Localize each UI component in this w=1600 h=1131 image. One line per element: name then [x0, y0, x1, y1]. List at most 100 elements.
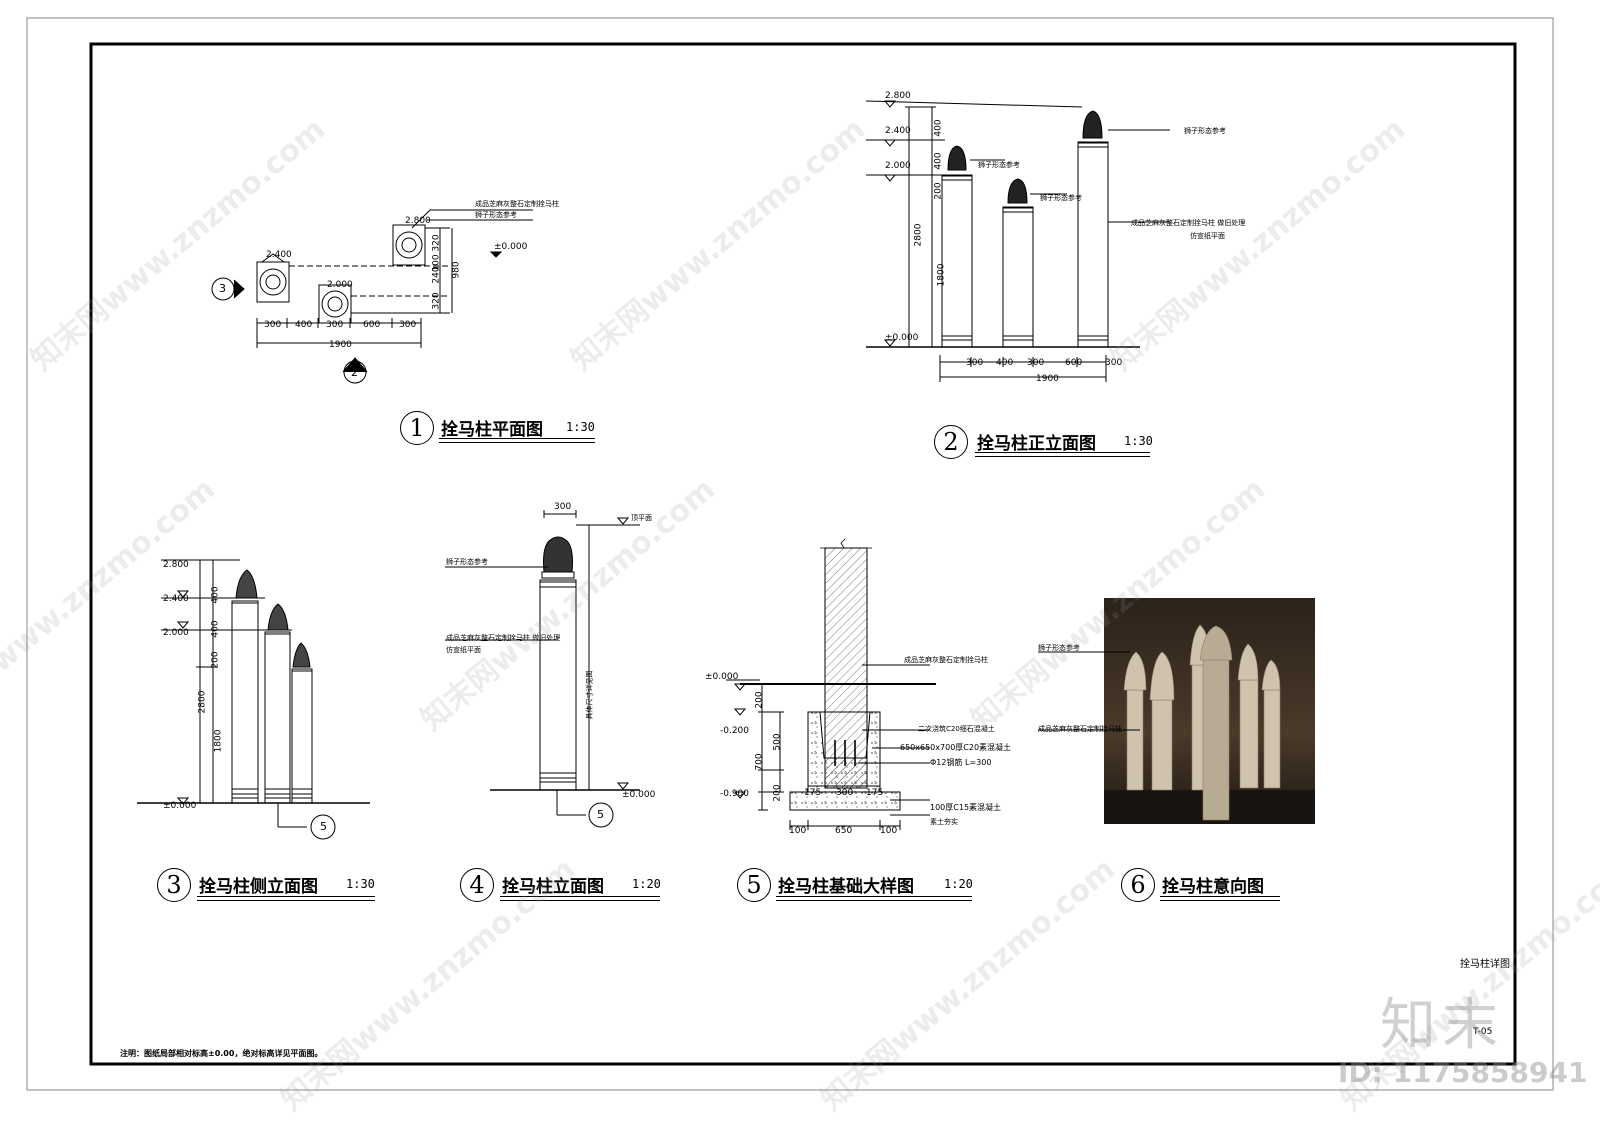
- side-dim-v4: 2800: [197, 690, 208, 714]
- front-note-surface: 仿宣纸平面: [1190, 232, 1225, 240]
- found-dim-b1: 100: [789, 826, 807, 836]
- found-level-200: -0.200: [720, 726, 750, 736]
- side-dim-v2: 400: [210, 620, 221, 638]
- drawing-number-6: 6: [1121, 868, 1155, 902]
- elev-note-surface: 仿宣纸平面: [446, 646, 481, 654]
- plan-section-mark-2: 2: [351, 366, 358, 379]
- plan-note-material: 成品芝麻灰整石定制拴马柱: [475, 200, 559, 208]
- plan-section-mark-3: 3: [219, 282, 226, 295]
- front-dim-h4: 600: [1065, 358, 1083, 368]
- side-level-2800: 2.800: [163, 560, 189, 570]
- side-elevation: [137, 559, 370, 840]
- found-dim-v4: 200: [772, 784, 783, 802]
- front-dim-h2: 400: [996, 358, 1014, 368]
- plan-dim-4: 600: [363, 320, 381, 330]
- found-dim-in3: 175: [866, 788, 884, 798]
- plan-dim-3: 300: [326, 320, 344, 330]
- front-dim-v2: 400: [933, 152, 944, 170]
- front-level-2000: 2.000: [885, 161, 911, 171]
- side-dim-v1: 400: [210, 586, 221, 604]
- drawing-title-2: 拴马柱正立面图: [977, 434, 1096, 454]
- drawing-scale-4: 1:20: [632, 877, 661, 891]
- front-dim-h3: 300: [1027, 358, 1045, 368]
- front-dim-v5: 1800: [936, 263, 947, 287]
- front-note-material: 成品芝麻灰整石定制拴马柱 做旧处理: [1131, 219, 1246, 227]
- front-note-lion-b: 狮子形态参考: [1040, 194, 1082, 202]
- sheet-number: T-05: [1473, 1027, 1493, 1037]
- front-dim-v1: 400: [933, 119, 944, 137]
- drawing-scale-5: 1:20: [944, 877, 973, 891]
- elev-note-material: 成品芝麻灰整石定制拴马柱 做旧处理: [446, 634, 561, 642]
- drawing-title-6: 拴马柱意向图: [1162, 877, 1264, 897]
- drawing-scale-1: 1:30: [566, 420, 595, 434]
- drawing-title-1: 拴马柱平面图: [441, 420, 543, 440]
- found-note-4: Φ12钢筋 L=300: [930, 758, 992, 767]
- plan-post-1: [256, 253, 290, 303]
- found-dim-b3: 100: [880, 826, 898, 836]
- drawing-number-2: 2: [934, 425, 968, 459]
- front-elevation: [865, 100, 1170, 382]
- found-dim-v3: 700: [754, 753, 765, 771]
- drawing-scale-3: 1:30: [346, 877, 375, 891]
- found-dim-in2: 300: [836, 788, 854, 798]
- front-level-2400: 2.400: [885, 126, 911, 136]
- side-level-0: ±0.000: [163, 801, 197, 811]
- side-level-2000: 2.000: [163, 628, 189, 638]
- front-level-0: ±0.000: [885, 333, 919, 343]
- elev-dim-top: 300: [554, 502, 572, 512]
- found-note-5: 100厚C15素混凝土: [930, 803, 1002, 812]
- found-level-0: ±0.000: [705, 672, 739, 682]
- drawing-title-5: 拴马柱基础大样图: [778, 877, 914, 897]
- drawing-scale-2: 1:30: [1124, 434, 1153, 448]
- front-dim-v3: 200: [933, 182, 944, 200]
- sheet-title: 拴马柱详图: [1460, 959, 1510, 970]
- plan-level-0: ±0.000: [494, 242, 528, 252]
- watermark-id: ID: 1175858941: [1338, 1056, 1588, 1089]
- plan-dim-v3: 100: [431, 254, 442, 272]
- photo-note-lion: 狮子形态参考: [1038, 644, 1080, 652]
- plan-dim-5: 300: [399, 320, 417, 330]
- drawing-number-1: 1: [400, 411, 434, 445]
- plan-dim-2: 400: [295, 320, 313, 330]
- front-dim-h1: 300: [966, 358, 984, 368]
- footer-note: 注明：图纸局部相对标高±0.00，绝对标高详见平面图。: [120, 1049, 323, 1058]
- watermark-brand: 知末: [1380, 993, 1504, 1058]
- found-dim-v1: 200: [754, 691, 765, 709]
- plan-level-2400: 2.400: [266, 250, 292, 260]
- front-dim-v4: 2800: [913, 223, 924, 247]
- found-level-900: -0.900: [720, 789, 750, 799]
- found-note-3: 650x650x700厚C20素混凝土: [900, 743, 1012, 752]
- drawing-number-3: 3: [157, 868, 191, 902]
- drawing-title-3: 拴马柱侧立面图: [199, 877, 318, 897]
- front-dim-h5: 300: [1105, 358, 1123, 368]
- drawing-number-5: 5: [737, 868, 771, 902]
- front-dim-total: 1900: [1036, 374, 1059, 384]
- side-ref-5: 5: [320, 820, 327, 833]
- found-note-6: 素土夯实: [930, 818, 958, 826]
- photo-note-material: 成品芝麻灰整石定制拴马柱: [1038, 725, 1122, 733]
- front-note-lion-c: 狮子形态参考: [1184, 127, 1226, 135]
- drawing-number-4: 4: [460, 868, 494, 902]
- plan-dim-v4: 320: [431, 292, 442, 310]
- plan-dim-1: 300: [264, 320, 282, 330]
- post-elevation: [445, 510, 640, 828]
- found-note-2: 二次浇筑C20细石混凝土: [918, 725, 995, 733]
- elev-note-lion: 狮子形态参考: [446, 558, 488, 566]
- found-dim-v2: 500: [772, 733, 783, 751]
- inner-frame: [89, 42, 1517, 1066]
- front-level-2800: 2.800: [885, 91, 911, 101]
- outer-frame: [26, 17, 1554, 1091]
- plan-post-2: [318, 284, 352, 324]
- plan-view: [211, 209, 533, 384]
- foundation-detail: [726, 538, 936, 830]
- elev-ref-5: 5: [597, 808, 604, 821]
- plan-post-3: [392, 224, 426, 266]
- found-dim-b2: 650: [835, 826, 853, 836]
- found-note-1: 成品芝麻灰整石定制拴马柱: [904, 656, 988, 664]
- reference-photo: [1038, 598, 1315, 824]
- side-level-2400: 2.400: [163, 594, 189, 604]
- drawing-title-4: 拴马柱立面图: [502, 877, 604, 897]
- plan-dim-v-total: 980: [451, 261, 462, 279]
- elev-level-0: ±0.000: [622, 790, 656, 800]
